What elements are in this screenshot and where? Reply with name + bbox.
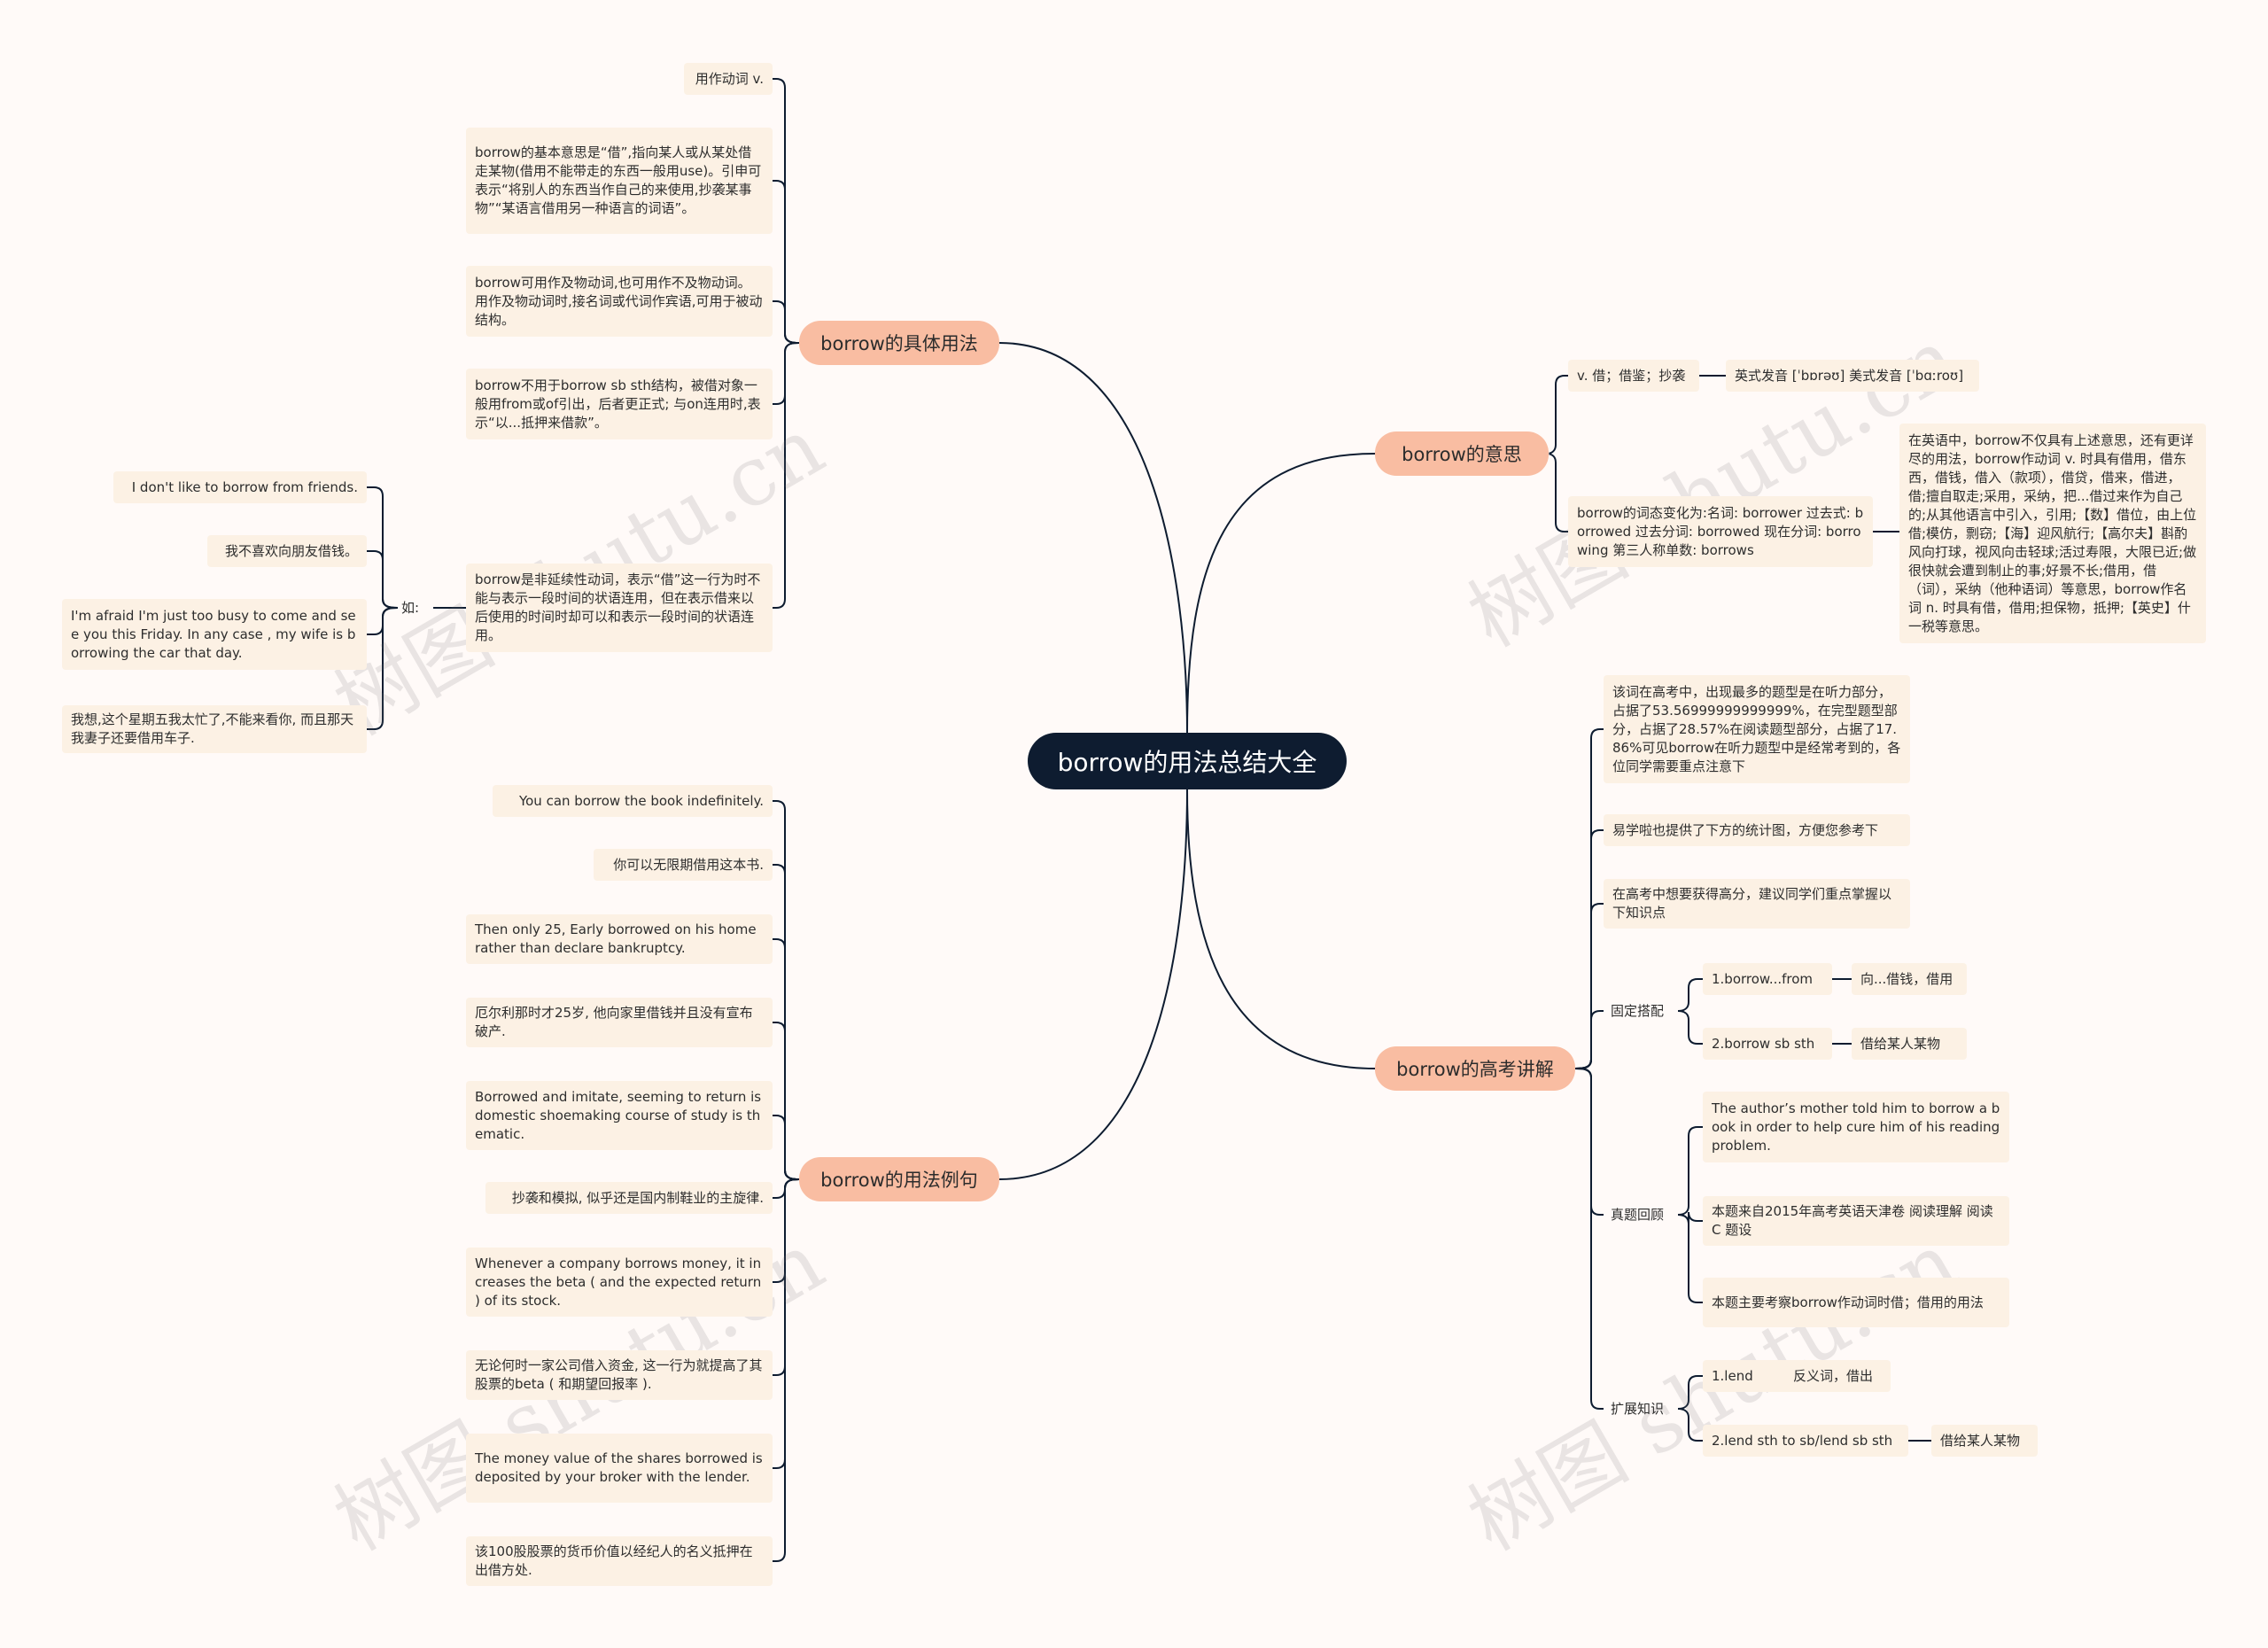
collocation-meaning[interactable]: 借给某人某物 <box>1852 1028 1967 1060</box>
example-sentence[interactable]: Whenever a company borrows money, it inc… <box>466 1248 773 1317</box>
collocation-phrase[interactable]: 2.borrow sb sth <box>1703 1028 1832 1060</box>
connector-usage-examples <box>367 550 399 609</box>
meaning-pronunciation[interactable]: 英式发音 [ˈbɒrəʊ] 美式发音 [ˈbɑːroʊ] <box>1726 360 1979 392</box>
collocation-meaning[interactable]: 向...借钱，借用 <box>1852 963 1967 995</box>
usage-example[interactable]: I'm afraid I'm just too busy to come and… <box>62 599 367 670</box>
extension-phrase[interactable]: 2.lend sth to sb/lend sb sth <box>1703 1425 1908 1457</box>
example-sentence[interactable]: 无论何时一家公司借入资金, 这一行为就提高了其股票的beta ( 和期望回报率 … <box>466 1350 773 1400</box>
connector-extension <box>1677 1375 1703 1410</box>
connector-examples-items <box>773 1178 800 1562</box>
connector-usage-items <box>773 342 800 609</box>
example-sentence[interactable]: The money value of the shares borrowed i… <box>466 1434 773 1503</box>
connector-root-exam <box>1186 789 1376 1069</box>
meaning-definition[interactable]: v. 借；借鉴；抄袭 <box>1568 360 1699 392</box>
example-sentence[interactable]: 该100股股票的货币价值以经纪人的名义抵押在出借方处. <box>466 1536 773 1586</box>
usage-item-basic-meaning[interactable]: borrow的基本意思是“借”,指向某人或从某处借走某物(借用不能带走的东西一般… <box>466 128 773 234</box>
meaning-extended-usage[interactable]: 在英语中，borrow不仅具有上述意思，还有更详尽的用法，borrow作动词 v… <box>1899 424 2206 643</box>
connector-exam-items <box>1574 728 1604 1069</box>
example-sentence[interactable]: 抄袭和模拟, 似乎还是国内制鞋业的主旋律. <box>485 1182 773 1214</box>
connector-usage-examples <box>367 607 399 730</box>
meaning-word-forms[interactable]: borrow的词态变化为:名词: borrower 过去式: borrowed … <box>1568 496 1873 567</box>
usage-item-structure[interactable]: borrow不用于borrow sb sth结构，被借对象一般用from或of引… <box>466 369 773 439</box>
exam-advice[interactable]: 在高考中想要获得高分，建议同学们重点掌握以下知识点 <box>1604 879 1910 929</box>
example-sentence[interactable]: Then only 25, Early borrowed on his home… <box>466 914 773 964</box>
connector-review <box>1677 1214 1703 1303</box>
usage-example[interactable]: 我想,这个星期五我太忙了,不能来看你, 而且那天我妻子还要借用车子. <box>62 705 367 753</box>
usage-item-non-durative[interactable]: borrow是非延续性动词，表示“借”这一行为时不能与表示一段时间的状语连用，但… <box>466 564 773 652</box>
connector-meaning-items <box>1547 375 1568 455</box>
review-item[interactable]: 本题主要考察borrow作动词时借；借用的用法 <box>1703 1278 2009 1327</box>
branch-exam[interactable]: borrow的高考讲解 <box>1375 1046 1575 1091</box>
exam-review-label[interactable]: 真题回顾 <box>1611 1206 1665 1223</box>
connector-exam-items <box>1574 1010 1604 1069</box>
connector-root-examples <box>998 789 1188 1180</box>
review-item[interactable]: The author’s mother told him to borrow a… <box>1703 1092 2009 1162</box>
exam-stats-note[interactable]: 易学啦也提供了下方的统计图，方便您参考下 <box>1604 814 1910 846</box>
extension-meaning[interactable]: 反义词，借出 <box>1784 1360 1891 1392</box>
usage-example[interactable]: 我不喜欢向朋友借钱。 <box>207 535 367 567</box>
usage-item-transitivity[interactable]: borrow可用作及物动词,也可用作不及物动词。用作及物动词时,接名词或代词作宾… <box>466 266 773 337</box>
example-sentence[interactable]: Borrowed and imitate, seeming to return … <box>466 1081 773 1150</box>
example-sentence[interactable]: 厄尔利那时才25岁, 他向家里借钱并且没有宣布破产. <box>466 998 773 1047</box>
usage-example-label[interactable]: 如: <box>401 599 420 616</box>
extension-meaning[interactable]: 借给某人某物 <box>1931 1425 2038 1457</box>
exam-intro[interactable]: 该词在高考中，出现最多的题型是在听力部分，占据了53.5699999999999… <box>1604 675 1910 783</box>
connector-exam-items <box>1574 903 1604 1069</box>
exam-collocation-label[interactable]: 固定搭配 <box>1611 1002 1665 1019</box>
branch-meaning[interactable]: borrow的意思 <box>1375 431 1549 476</box>
exam-extension-label[interactable]: 扩展知识 <box>1611 1400 1665 1417</box>
connector-exam-items <box>1574 829 1604 1069</box>
connector-collocation <box>1677 978 1703 1012</box>
collocation-phrase[interactable]: 1.borrow...from <box>1703 963 1832 995</box>
connector-collocation <box>1677 1010 1703 1045</box>
usage-item-part-of-speech[interactable]: 用作动词 v. <box>684 63 773 95</box>
connector-exam-items <box>1574 1068 1604 1216</box>
review-item[interactable]: 本题来自2015年高考英语天津卷 阅读理解 阅读C 题设 <box>1703 1196 2009 1246</box>
example-sentence[interactable]: 你可以无限期借用这本书. <box>594 849 773 881</box>
connector-root-usage <box>998 342 1188 734</box>
connector-exam-items <box>1574 1068 1604 1410</box>
branch-examples[interactable]: borrow的用法例句 <box>799 1157 999 1201</box>
connector-root-meaning <box>1186 453 1376 734</box>
connector-extension <box>1677 1408 1703 1442</box>
example-sentence[interactable]: You can borrow the book indefinitely. <box>493 785 773 817</box>
connector-review <box>1677 1126 1703 1216</box>
connector-examples-items <box>773 1115 800 1180</box>
extension-phrase[interactable]: 1.lend <box>1703 1360 1793 1392</box>
branch-usage[interactable]: borrow的具体用法 <box>799 321 999 365</box>
usage-example[interactable]: I don't like to borrow from friends. <box>113 471 367 503</box>
connector-meaning-items <box>1547 453 1568 532</box>
root-topic[interactable]: borrow的用法总结大全 <box>1028 733 1347 789</box>
